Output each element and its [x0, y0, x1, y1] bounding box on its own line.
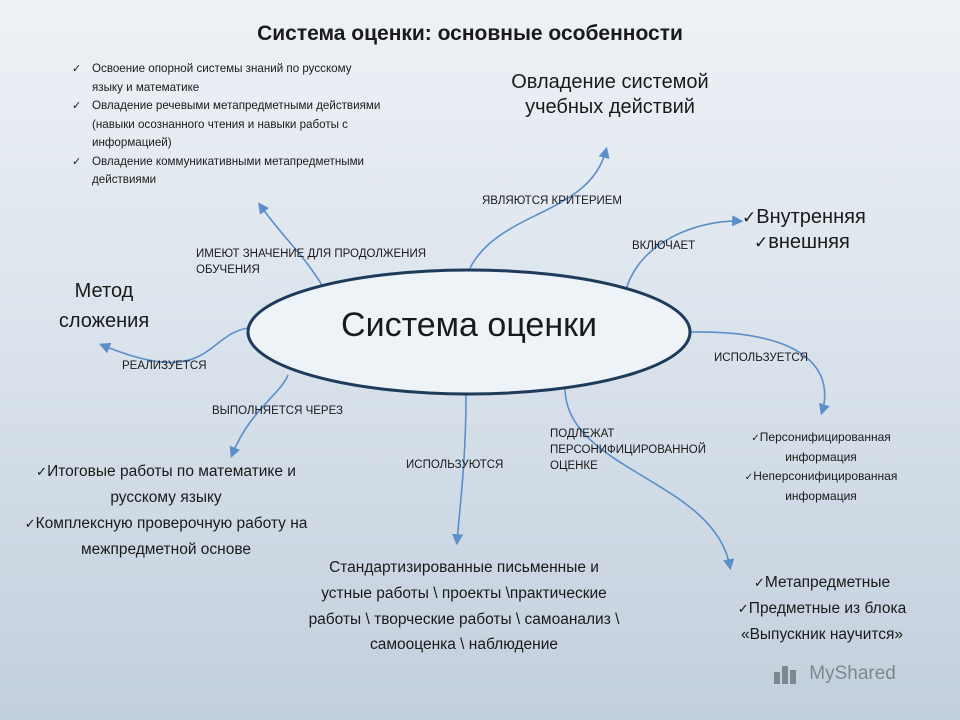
edge-label-criterion: ЯВЛЯЮТСЯ КРИТЕРИЕМ	[482, 195, 623, 207]
center-ellipse	[246, 268, 692, 396]
check-icon: ✓	[742, 208, 757, 227]
check-icon: ✓	[744, 472, 754, 483]
left-mid-node: Метод сложения	[58, 280, 150, 332]
list-item: ✓Освоение опорной системы знаний по русс…	[72, 62, 352, 94]
edge-label-realized: РЕАЛИЗУЕТСЯ	[122, 360, 207, 372]
check-icon: ✓	[24, 516, 36, 531]
watermark: MyShared	[772, 662, 896, 686]
center-node-label: Система оценки	[341, 306, 597, 344]
edge-to-bottom-center	[452, 394, 467, 546]
watermark-text: MyShared	[809, 663, 896, 685]
check-icon: ✓	[72, 155, 82, 168]
edge-label-includes: ВКЛЮЧАЕТ	[632, 240, 696, 252]
page-title: Система оценки: основные особенности	[257, 22, 683, 45]
check-icon: ✓	[751, 433, 760, 444]
check-icon: ✓	[754, 233, 769, 253]
edge-label-used: ИСПОЛЬЗУЕТСЯ	[714, 352, 809, 364]
edge-to-bottom-left	[229, 374, 289, 459]
edge-to-top-left	[258, 202, 323, 286]
edge-to-right-top	[625, 215, 744, 291]
right-top-node: ✓Внутренняя ✓внешняя	[742, 206, 866, 254]
edge-label-performed: ВЫПОЛНЯЕТСЯ ЧЕРЕЗ	[212, 405, 343, 417]
top-left-list: ✓Освоение опорной системы знаний по русс…	[66, 60, 384, 190]
bottom-left-node: ✓Итоговые работы по математике и русском…	[24, 463, 308, 558]
list-item: ✓Овладение коммуникативными метапредметн…	[72, 154, 365, 187]
list-item: ✓Овладение речевыми метапредметными дейс…	[72, 99, 381, 149]
check-icon: ✓	[72, 100, 82, 112]
edge-label-continuation: ИМЕЮТ ЗНАЧЕНИЕ ДЛЯ ПРОДОЛЖЕНИЯ ОБУЧЕНИЯ	[196, 248, 427, 276]
check-icon: ✓	[753, 575, 765, 590]
edge-label-subject: ПОДЛЕЖАТ ПЕРСОНИФИЦИРОВАННОЙ ОЦЕНКЕ	[550, 428, 706, 472]
check-icon: ✓	[72, 63, 82, 75]
edge-label-used-plural: ИСПОЛЬЗУЮТСЯ	[406, 459, 504, 471]
top-right-node: Овладение системой учебных действий	[511, 71, 709, 119]
myshared-logo-icon	[774, 666, 796, 684]
bottom-center-node: Стандартизированные письменные и устные …	[308, 559, 620, 654]
check-icon: ✓	[737, 600, 749, 616]
bottom-right-node: ✓Метапредметные ✓Предметные из блока «Вы…	[737, 574, 907, 643]
edge-to-bottom-right	[564, 387, 735, 571]
edge-to-right-mid	[689, 331, 830, 416]
edge-to-top-right	[469, 146, 610, 269]
right-mid-node: ✓Персонифицированная информация ✓Неперсо…	[744, 430, 898, 503]
check-icon: ✓	[36, 464, 48, 479]
edge-to-left-mid	[98, 327, 249, 364]
